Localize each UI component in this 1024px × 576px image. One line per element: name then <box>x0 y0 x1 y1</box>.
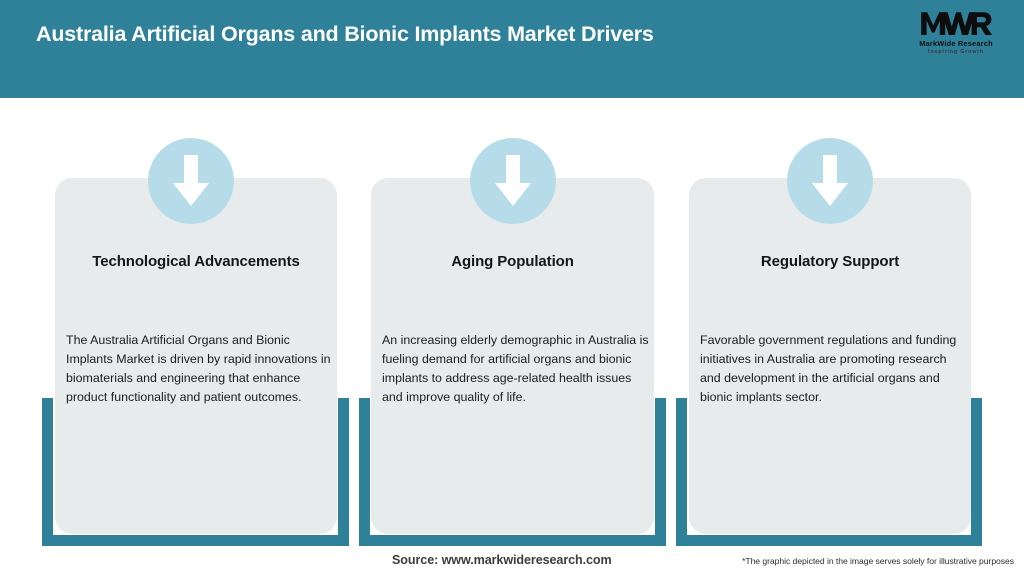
card-frame-left-1 <box>42 398 53 546</box>
card-frame-left-3 <box>676 398 687 546</box>
header-bar: Australia Artificial Organs and Bionic I… <box>0 0 1024 98</box>
down-arrow-icon <box>495 155 531 206</box>
card-frame-bottom-2 <box>359 535 666 546</box>
source-label: Source: www.markwideresearch.com <box>392 553 612 567</box>
logo-tagline: Inspiring Growth <box>928 49 984 55</box>
driver-icon-circle-3 <box>787 138 873 224</box>
card-frame-bottom-1 <box>42 535 349 546</box>
down-arrow-icon <box>173 155 209 206</box>
card-frame-bottom-3 <box>676 535 982 546</box>
card-title-1: Technological Advancements <box>92 253 300 270</box>
card-panel-2[interactable]: Aging Population An increasing elderly d… <box>371 178 654 534</box>
card-title-3: Regulatory Support <box>760 253 900 270</box>
card-panel-1[interactable]: Technological Advancements The Australia… <box>55 178 337 534</box>
disclaimer-label: *The graphic depicted in the image serve… <box>742 556 1014 566</box>
page-title: Australia Artificial Organs and Bionic I… <box>36 22 654 46</box>
card-frame-right-3 <box>971 398 982 546</box>
card-body-2: An increasing elderly demographic in Aus… <box>382 333 649 404</box>
card-title-2: Aging Population <box>451 253 574 270</box>
card-frame-right-2 <box>655 398 666 546</box>
card-body-1: The Australia Artificial Organs and Bion… <box>66 333 331 404</box>
card-frame-right-1 <box>338 398 349 546</box>
card-frame-left-2 <box>359 398 370 546</box>
card-panel-3[interactable]: Regulatory Support Favorable government … <box>689 178 971 534</box>
logo-company-name: MarkWide Research <box>919 39 993 48</box>
driver-icon-circle-1 <box>148 138 234 224</box>
card-body-3: Favorable government regulations and fun… <box>700 333 957 404</box>
mwr-logo-icon <box>921 12 992 35</box>
driver-icon-circle-2 <box>470 138 556 224</box>
markwide-research-logo: MarkWide Research Inspiring Growth <box>904 8 1008 60</box>
down-arrow-icon <box>812 155 848 206</box>
